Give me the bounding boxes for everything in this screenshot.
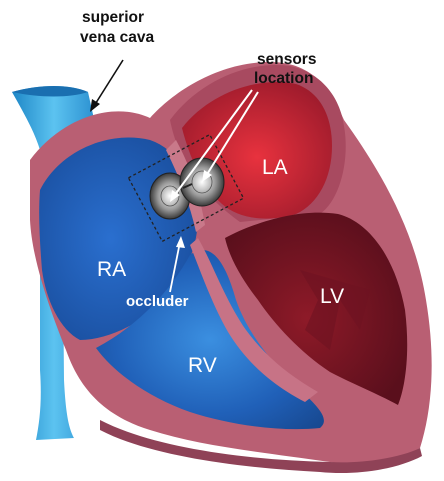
vena-cava-arrow — [94, 60, 123, 106]
vena-cava-arrowhead — [90, 99, 100, 112]
label-location: location — [254, 70, 313, 87]
label-lv: LV — [320, 285, 344, 308]
label-la: LA — [262, 156, 288, 179]
label-rv: RV — [188, 354, 217, 377]
label-occluder: occluder — [126, 293, 189, 310]
label-superior: superior — [82, 9, 144, 26]
label-sensors: sensors — [257, 51, 316, 68]
label-vena-cava: vena cava — [80, 29, 154, 46]
label-ra: RA — [97, 258, 126, 281]
